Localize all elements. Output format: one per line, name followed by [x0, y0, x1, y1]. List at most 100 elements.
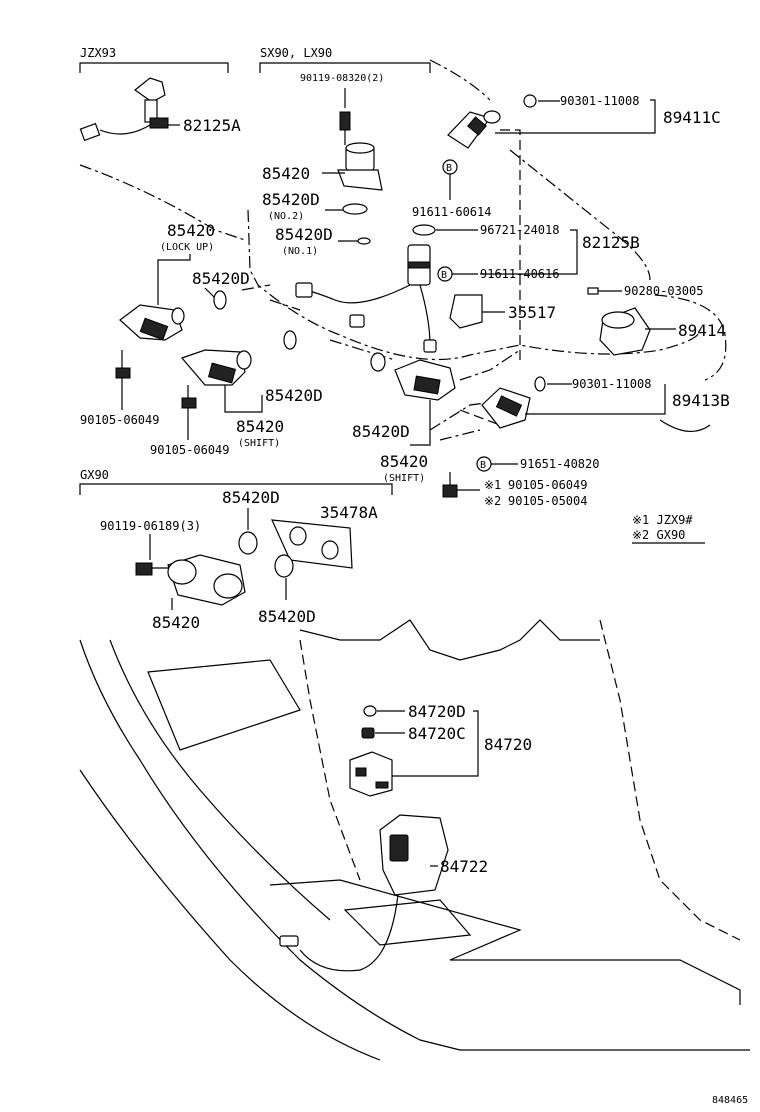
label-lockup: (LOCK UP)	[160, 242, 214, 253]
part-85420-sx90[interactable]: 85420	[262, 142, 383, 191]
label-85420d-gx-bottom: 85420D	[258, 607, 316, 626]
part-85420d-no2[interactable]: 85420D (NO.2)	[262, 190, 368, 222]
label-89411c: 89411C	[663, 108, 721, 127]
label-91611-60614: 91611-60614	[412, 205, 491, 219]
jzx93-header: JZX93	[80, 46, 116, 60]
label-85420-shift-b: 85420	[380, 452, 428, 471]
part-bolt-note[interactable]: ※1 90105-06049 ※2 90105-05004	[442, 472, 587, 508]
label-91611-40616: 91611-40616	[480, 267, 559, 281]
case-outline-upper	[429, 59, 651, 281]
console-dashed-right	[599, 619, 741, 941]
console-curve	[109, 639, 331, 921]
label-85420d-no1: 85420D	[275, 225, 333, 244]
label-84720: 84720	[484, 735, 532, 754]
label-89413b: 89413B	[672, 391, 730, 410]
part-85420-shift-a[interactable]: 85420 (SHIFT)	[180, 349, 284, 449]
part-89411c[interactable]: 90301-11008 89411C	[447, 94, 721, 149]
label-96721-24018: 96721-24018	[480, 223, 559, 237]
legend-line-2: ※2 GX90	[632, 528, 685, 542]
washer-b-mark: B	[446, 163, 452, 174]
part-90280-03005[interactable]: 90280-03005	[587, 284, 703, 298]
washer-b-mark-2: B	[441, 270, 447, 281]
part-84722[interactable]: 84722	[279, 814, 488, 972]
label-84720d: 84720D	[408, 702, 466, 721]
star1-mark: ※1	[484, 478, 501, 492]
label-85420-gx: 85420	[152, 613, 200, 632]
label-no1: (NO.1)	[282, 246, 318, 257]
part-91611-60614[interactable]: B 91611-60614	[412, 159, 491, 219]
part-85420d-lockup-oring[interactable]: 85420D	[192, 269, 250, 310]
part-85420d-no1[interactable]: 85420D (NO.1)	[275, 225, 371, 257]
part-35517[interactable]: 35517	[449, 294, 556, 329]
floor-outline-3	[450, 959, 741, 1005]
case-outline-right	[654, 294, 727, 381]
legend-notes: ※1 JZX9# ※2 GX90	[632, 513, 705, 544]
part-85420d-c[interactable]: 85420D	[352, 352, 410, 441]
case-outline-bracket-right	[659, 419, 711, 432]
sx90-bracket: SX90, LX90	[259, 46, 431, 73]
label-shift-a: (SHIFT)	[238, 438, 280, 449]
floor-outline-2	[79, 769, 381, 1061]
jzx93-bracket: JZX93	[79, 46, 229, 73]
console-dashed-left	[299, 639, 361, 881]
part-89414[interactable]: 89414	[599, 307, 726, 356]
label-84722: 84722	[440, 857, 488, 876]
leader-dash-2	[459, 409, 501, 426]
label-84720c: 84720C	[408, 724, 466, 743]
part-85420d-gx-top[interactable]: 85420D	[222, 488, 280, 555]
sx90-header: SX90, LX90	[260, 46, 332, 60]
washer-b-mark-3: B	[480, 460, 486, 471]
part-84720[interactable]: 84720	[349, 710, 532, 797]
part-82125b[interactable]: 82125B	[295, 229, 640, 353]
part-84720c[interactable]: 84720C	[361, 724, 466, 743]
part-85420-shift-b[interactable]: 85420 (SHIFT)	[380, 359, 456, 484]
label-85420d-b: 85420D	[265, 386, 323, 405]
label-85420-shift-a: 85420	[236, 417, 284, 436]
label-85420-top: 85420	[262, 164, 310, 183]
label-82125b: 82125B	[582, 233, 640, 252]
part-91651-40820[interactable]: B 91651-40820	[476, 456, 599, 472]
part-85420d-b[interactable]: 85420D	[265, 330, 323, 405]
label-35517: 35517	[508, 303, 556, 322]
part-90119-06189[interactable]: 90119-06189(3)	[100, 519, 201, 576]
part-85420-lockup[interactable]: 85420 (LOCK UP)	[119, 221, 215, 341]
label-90301-11008-mid: 90301-11008	[572, 377, 651, 391]
transmission-case-outline	[79, 164, 701, 361]
label-90105-06049-b: 90105-06049	[150, 443, 229, 457]
part-91611-40616[interactable]: B 91611-40616	[437, 266, 559, 282]
label-note2-code: 90105-05004	[508, 494, 587, 508]
part-85420d-gx-bottom[interactable]: 85420D	[258, 554, 316, 626]
label-85420d-c: 85420D	[352, 422, 410, 441]
label-90301-11008-top: 90301-11008	[560, 94, 639, 108]
label-90119-08320: 90119-08320(2)	[300, 73, 384, 84]
label-90119-06189: 90119-06189(3)	[100, 519, 201, 533]
star2-mark: ※2	[484, 494, 501, 508]
label-shift-b: (SHIFT)	[383, 473, 425, 484]
label-82125a: 82125A	[183, 116, 241, 135]
console-lower	[269, 879, 522, 961]
gx90-bracket: GX90	[79, 468, 393, 495]
part-90105-06049-b[interactable]: 90105-06049	[150, 385, 229, 457]
label-85420d-no2: 85420D	[262, 190, 320, 209]
legend-line-1: ※1 JZX9#	[632, 513, 693, 527]
part-84720d[interactable]: 84720D	[363, 702, 466, 721]
label-35478a: 35478A	[320, 503, 378, 522]
leader-dash-1	[500, 129, 521, 360]
label-85420d-a: 85420D	[192, 269, 250, 288]
label-no2: (NO.2)	[268, 211, 304, 222]
part-35478a[interactable]: 35478A	[271, 503, 378, 569]
part-90119-08320[interactable]: 90119-08320(2)	[300, 73, 384, 145]
label-90280-03005: 90280-03005	[624, 284, 703, 298]
figure-id: 848465	[712, 1095, 748, 1106]
label-note1-code: 90105-06049	[508, 478, 587, 492]
floor-outline	[79, 639, 750, 1051]
label-90105-06049-a: 90105-06049	[80, 413, 159, 427]
part-85420-gx[interactable]: 85420	[152, 554, 246, 632]
part-90105-06049-a[interactable]: 90105-06049	[80, 350, 159, 427]
part-96721-24018[interactable]: 96721-24018	[412, 223, 559, 237]
console-panel	[147, 659, 301, 751]
part-82125a[interactable]: 82125A	[79, 77, 241, 142]
part-89413b[interactable]: 90301-11008 89413B	[481, 376, 730, 429]
label-89414: 89414	[678, 321, 726, 340]
